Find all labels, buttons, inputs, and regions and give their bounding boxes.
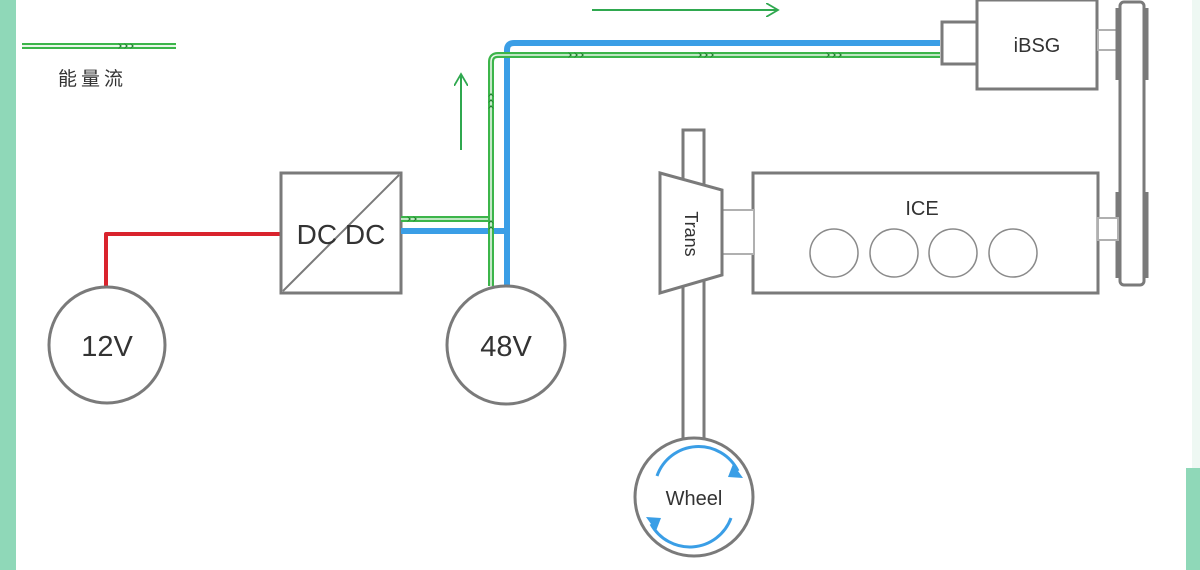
ice-engine: ICE [721, 171, 1119, 295]
right-accent-band [1186, 468, 1200, 570]
bus-48v-blue [504, 40, 940, 286]
belt-drive [1115, 0, 1149, 287]
battery-12v: 12V [47, 285, 167, 405]
battery-48v: 48V [445, 284, 567, 406]
trans-label: Trans [681, 211, 701, 256]
right-edge-strip [1192, 0, 1200, 470]
legend-swatch [22, 43, 176, 49]
battery-48v-label: 48V [480, 331, 532, 363]
transmission: Trans [658, 171, 724, 295]
dcdc-converter: DC DC [279, 171, 403, 295]
wheel: Wheel [633, 436, 755, 558]
ibsg-unit: iBSG [940, 0, 1119, 91]
flow-chevrons [488, 52, 842, 230]
left-accent-band [0, 0, 16, 570]
ibsg-label: iBSG [1014, 35, 1061, 57]
wheel-label: Wheel [666, 488, 723, 510]
legend-label: 能量流 [58, 68, 128, 90]
dcdc-label: DC DC [297, 219, 386, 250]
battery-12v-label: 12V [81, 331, 133, 363]
wire-12v [104, 232, 280, 286]
ice-label: ICE [905, 198, 938, 220]
